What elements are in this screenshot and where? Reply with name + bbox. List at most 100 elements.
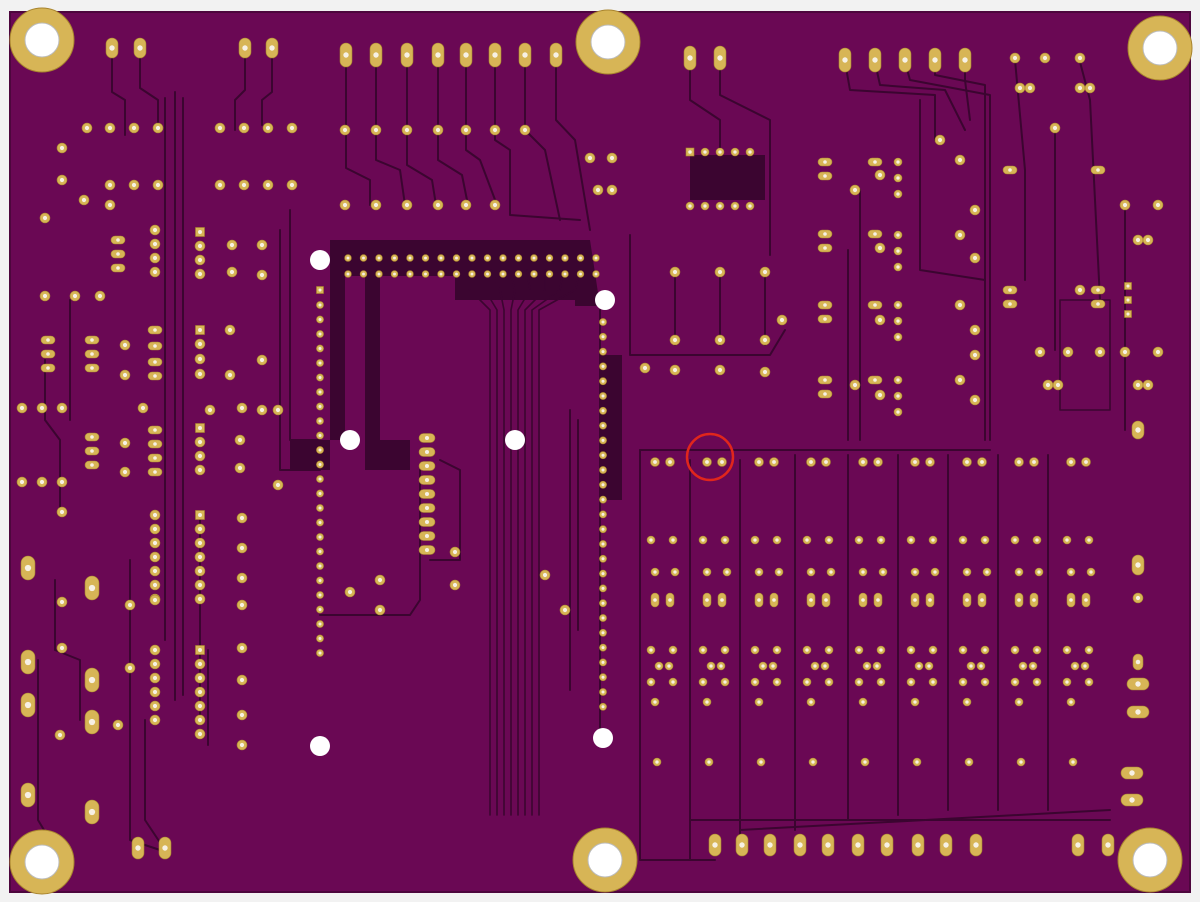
pad-drill: [107, 182, 113, 188]
pad-drill: [1069, 700, 1073, 704]
pad-drill: [122, 342, 128, 348]
pad-drill: [239, 645, 245, 651]
pad-drill: [275, 407, 281, 413]
pad-drill: [649, 680, 653, 684]
pad-drill: [723, 538, 727, 542]
pad-drill: [342, 202, 348, 208]
pad-drill: [239, 405, 245, 411]
pad-drill: [1017, 598, 1021, 602]
trace: [739, 809, 1111, 831]
pad-drill: [861, 460, 865, 464]
pad-drill: [72, 293, 78, 299]
pad-drill: [601, 453, 605, 457]
pad-drill: [972, 255, 978, 261]
copper-pour-layer: [290, 155, 765, 500]
pad-drill: [1032, 598, 1036, 602]
pad-drill: [122, 469, 128, 475]
pad-drill: [587, 155, 593, 161]
pad-drill: [896, 378, 900, 382]
pad-drill: [197, 467, 203, 473]
pad-drill: [601, 409, 605, 413]
trace: [44, 359, 61, 511]
pad-drill: [1087, 680, 1091, 684]
pad-drill: [688, 150, 692, 154]
pad-drill: [852, 382, 858, 388]
pad-drill: [24, 658, 32, 666]
pad-drill: [88, 676, 96, 684]
pad-drill: [1019, 760, 1023, 764]
mounting-hole-drill: [24, 22, 60, 58]
pad-drill: [152, 689, 158, 695]
pad-drill: [197, 526, 203, 532]
pad-drill: [1096, 302, 1100, 306]
pad-drill: [861, 700, 865, 704]
pad-drill: [1021, 664, 1025, 668]
pad-drill: [707, 760, 711, 764]
pad-drill: [197, 271, 203, 277]
pad-drill: [242, 45, 248, 51]
pad-drill: [1145, 237, 1151, 243]
npth-hole: [593, 728, 613, 748]
pad-drill: [1105, 842, 1111, 848]
pad-drill: [265, 125, 271, 131]
pad-drill: [435, 127, 441, 133]
pad-drill: [655, 760, 659, 764]
pad-drill: [879, 680, 883, 684]
pad-drill: [1135, 562, 1141, 568]
pad-drill: [318, 448, 322, 452]
pad-drill: [757, 460, 761, 464]
pad-drill: [579, 256, 582, 260]
pad-drill: [855, 842, 861, 848]
pad-drill: [1008, 168, 1012, 172]
pad-drill: [404, 127, 410, 133]
trace: [874, 61, 966, 131]
pad-drill: [717, 367, 723, 373]
pad-drill: [563, 256, 567, 260]
trace: [111, 47, 126, 136]
copper-pour: [365, 262, 410, 470]
pad-drill: [424, 272, 427, 276]
pad-drill: [153, 428, 157, 432]
pad-drill: [88, 808, 96, 816]
pad-drill: [152, 241, 158, 247]
pad-drill: [601, 616, 605, 620]
pad-drill: [318, 375, 322, 380]
pad-drill: [153, 470, 157, 474]
trace: [437, 54, 469, 206]
pad-drill: [809, 598, 813, 602]
pad-drill: [775, 680, 779, 684]
pad-drill: [961, 680, 965, 684]
pad-drill: [823, 303, 827, 307]
pad-drill: [88, 718, 96, 726]
pad-drill: [601, 542, 605, 546]
pad-drill: [965, 460, 969, 464]
pad-drill: [915, 760, 919, 764]
trace: [54, 579, 81, 721]
pad-drill: [1145, 382, 1151, 388]
pad-drill: [1017, 570, 1021, 574]
pad-drill: [1071, 760, 1075, 764]
pad-drill: [563, 272, 567, 276]
pad-drill: [823, 160, 827, 164]
pad-drill: [823, 664, 827, 668]
pad-drill: [404, 202, 410, 208]
trace: [508, 269, 516, 816]
pad-drill: [239, 575, 245, 581]
pad-drill: [46, 366, 50, 370]
pad-drill: [983, 538, 987, 542]
pad-drill: [90, 449, 94, 453]
pad-drill: [896, 410, 900, 414]
pad-drill: [153, 360, 157, 364]
pad-drill: [532, 272, 536, 276]
mounting-hole-drill: [24, 844, 60, 880]
pad-drill: [1122, 202, 1128, 208]
pad-drill: [805, 648, 809, 652]
pad-drill: [594, 272, 598, 276]
pad-drill: [1135, 595, 1141, 601]
pad-drill: [937, 137, 943, 143]
pad-drill: [753, 538, 757, 542]
pad-drill: [983, 648, 987, 652]
pad-drill: [239, 742, 245, 748]
pad-drill: [909, 648, 913, 652]
